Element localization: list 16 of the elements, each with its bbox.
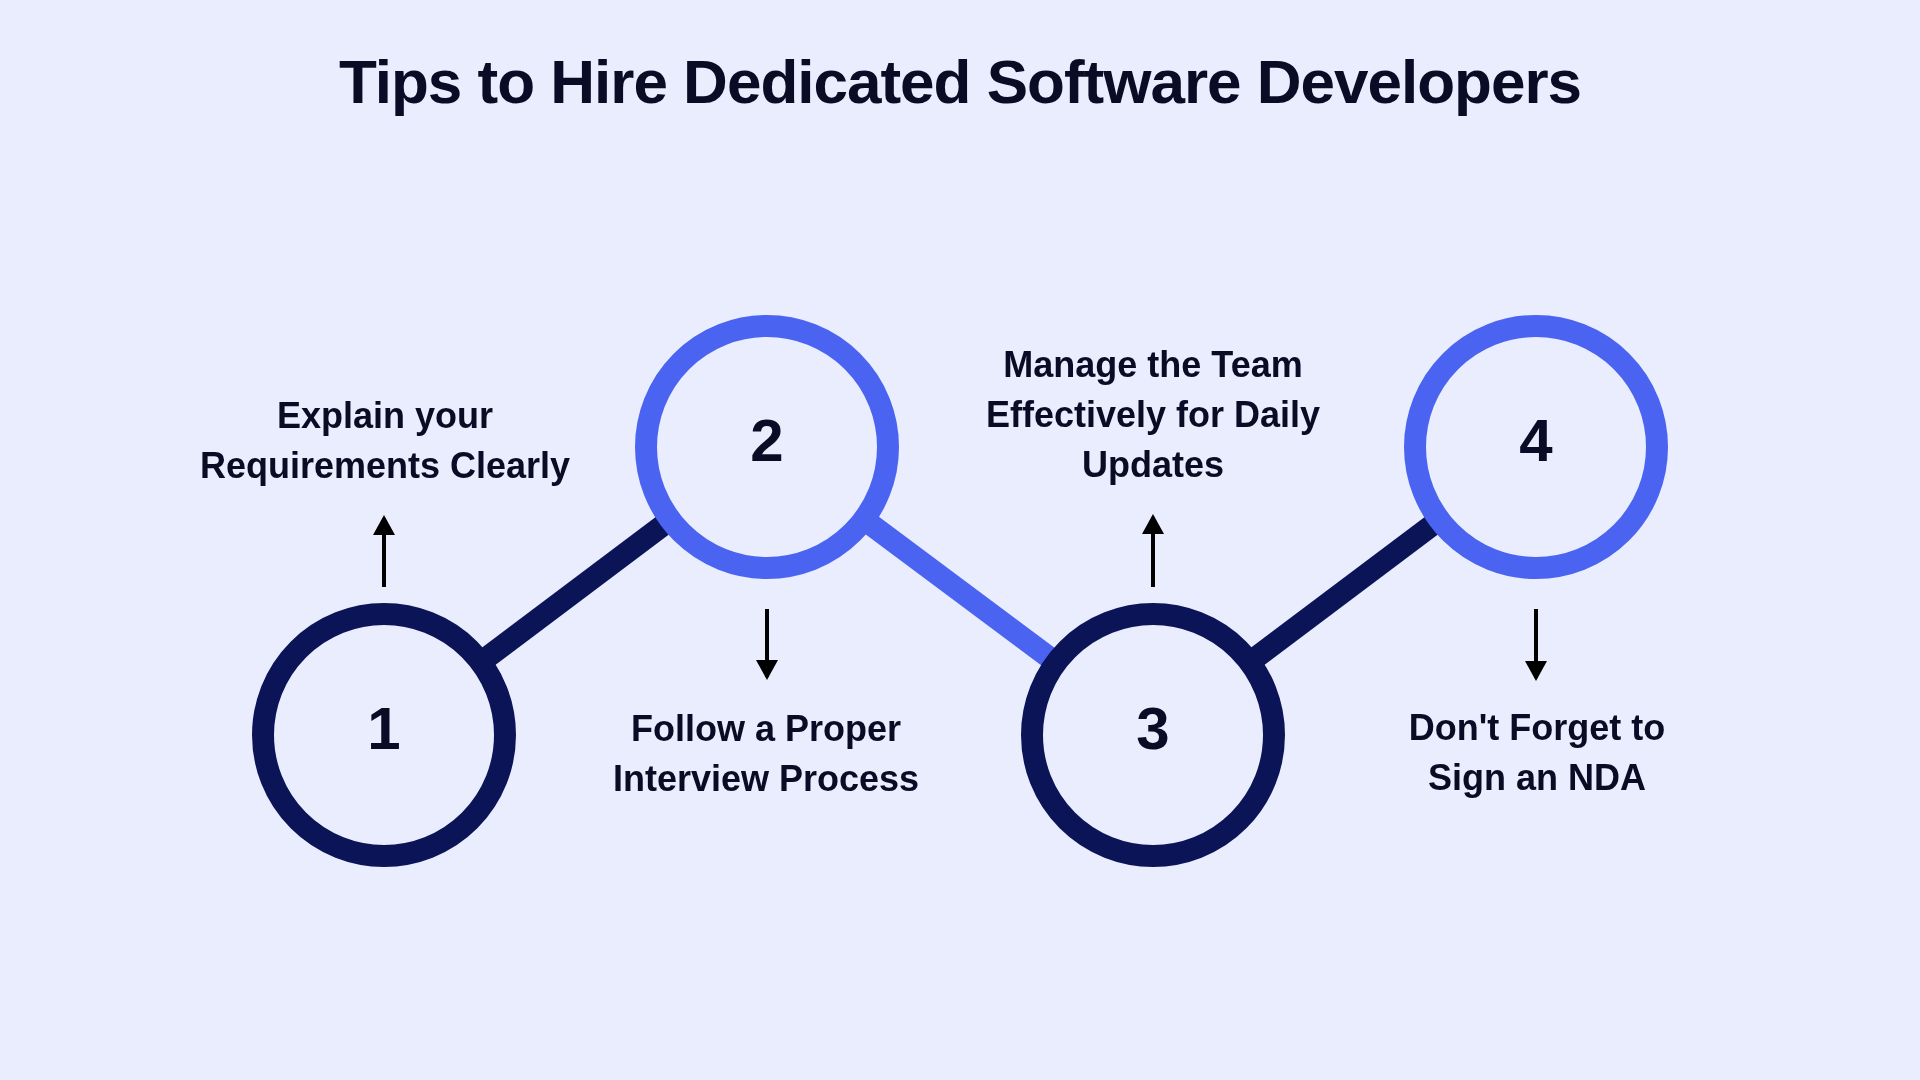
arrow [373,515,395,587]
step-number: 3 [1136,699,1170,759]
step-number: 1 [367,699,401,759]
arrow [756,609,778,680]
arrow [1525,609,1547,681]
step-circle [635,315,899,579]
step-circle [1021,603,1285,867]
tip-text: Explain your Requirements Clearly [198,391,572,491]
tip-text: Manage the Team Effectively for Daily Updates [984,340,1322,490]
arrow [1142,514,1164,587]
tip-text: Follow a Proper Interview Process [611,704,921,804]
step-circle [252,603,516,867]
step-number: 2 [750,411,784,471]
tip-text: Don't Forget to Sign an NDA [1407,703,1667,803]
step-circle [1404,315,1668,579]
step-number: 4 [1519,411,1553,471]
